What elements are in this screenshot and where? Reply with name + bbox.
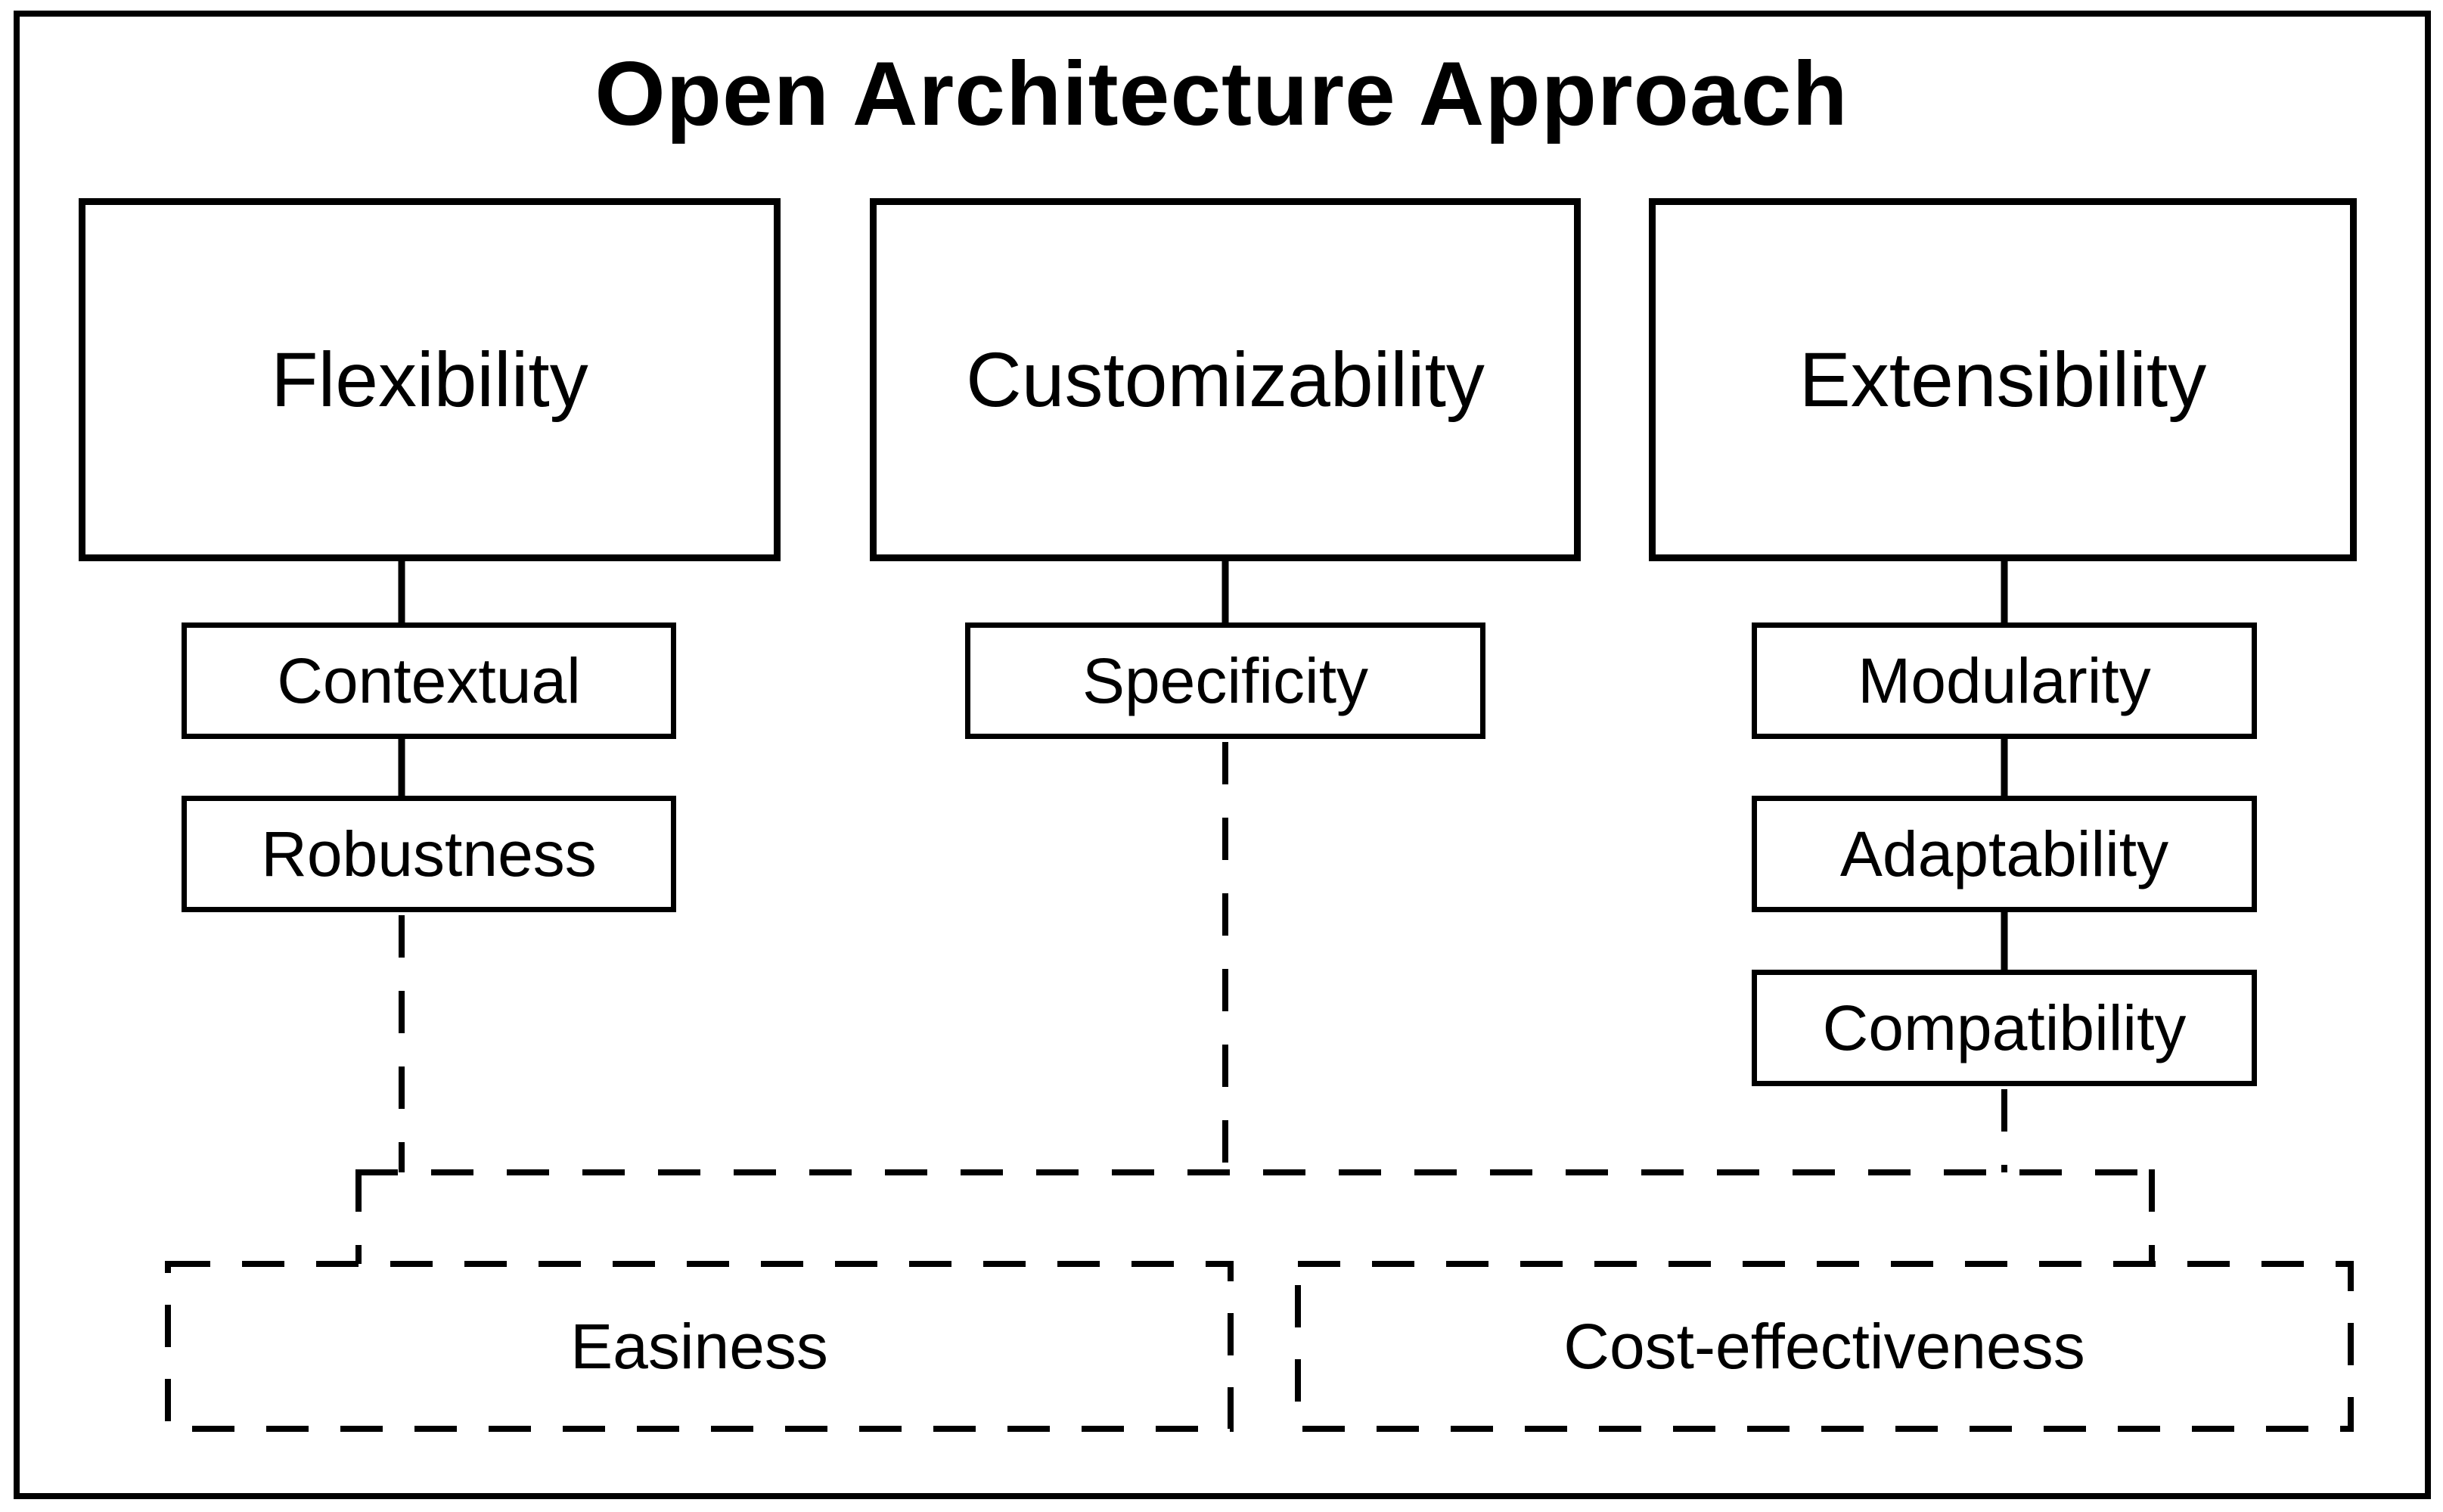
outcome-label-cost-effectiveness: Cost-effectiveness (1563, 1310, 2085, 1382)
pillar-box-extensibility: Extensibility (1649, 198, 2357, 561)
sub-box-specificity: Specificity (965, 622, 1485, 739)
sub-label-robustness: Robustness (261, 818, 597, 890)
pillar-label-flexibility: Flexibility (271, 336, 588, 423)
sub-box-robustness: Robustness (182, 796, 676, 912)
pillar-box-customizability: Customizability (870, 198, 1581, 561)
sub-label-compatibility: Compatibility (1822, 992, 2187, 1063)
easiness-box-outline (165, 1261, 1234, 1432)
cost-effectiveness-box-outline (1295, 1261, 2354, 1432)
diagram-title: Open Architecture Approach (594, 43, 1849, 144)
diagram-outer-frame (14, 11, 2431, 1499)
sub-label-modularity: Modularity (1858, 644, 2151, 716)
sub-label-contextual: Contextual (277, 644, 581, 716)
outcome-box-easiness: Easiness (168, 1264, 1231, 1429)
outcome-label-easiness: Easiness (570, 1310, 828, 1382)
sub-box-modularity: Modularity (1752, 622, 2257, 739)
outcome-box-cost-effectiveness: Cost-effectiveness (1298, 1264, 2351, 1429)
sub-box-contextual: Contextual (182, 622, 676, 739)
sub-box-adaptability: Adaptability (1752, 796, 2257, 912)
pillar-label-extensibility: Extensibility (1799, 336, 2207, 423)
pillar-label-customizability: Customizability (966, 336, 1485, 423)
sub-label-adaptability: Adaptability (1839, 818, 2169, 890)
sub-label-specificity: Specificity (1082, 644, 1369, 716)
sub-box-compatibility: Compatibility (1752, 970, 2257, 1086)
pillar-box-flexibility: Flexibility (79, 198, 781, 561)
